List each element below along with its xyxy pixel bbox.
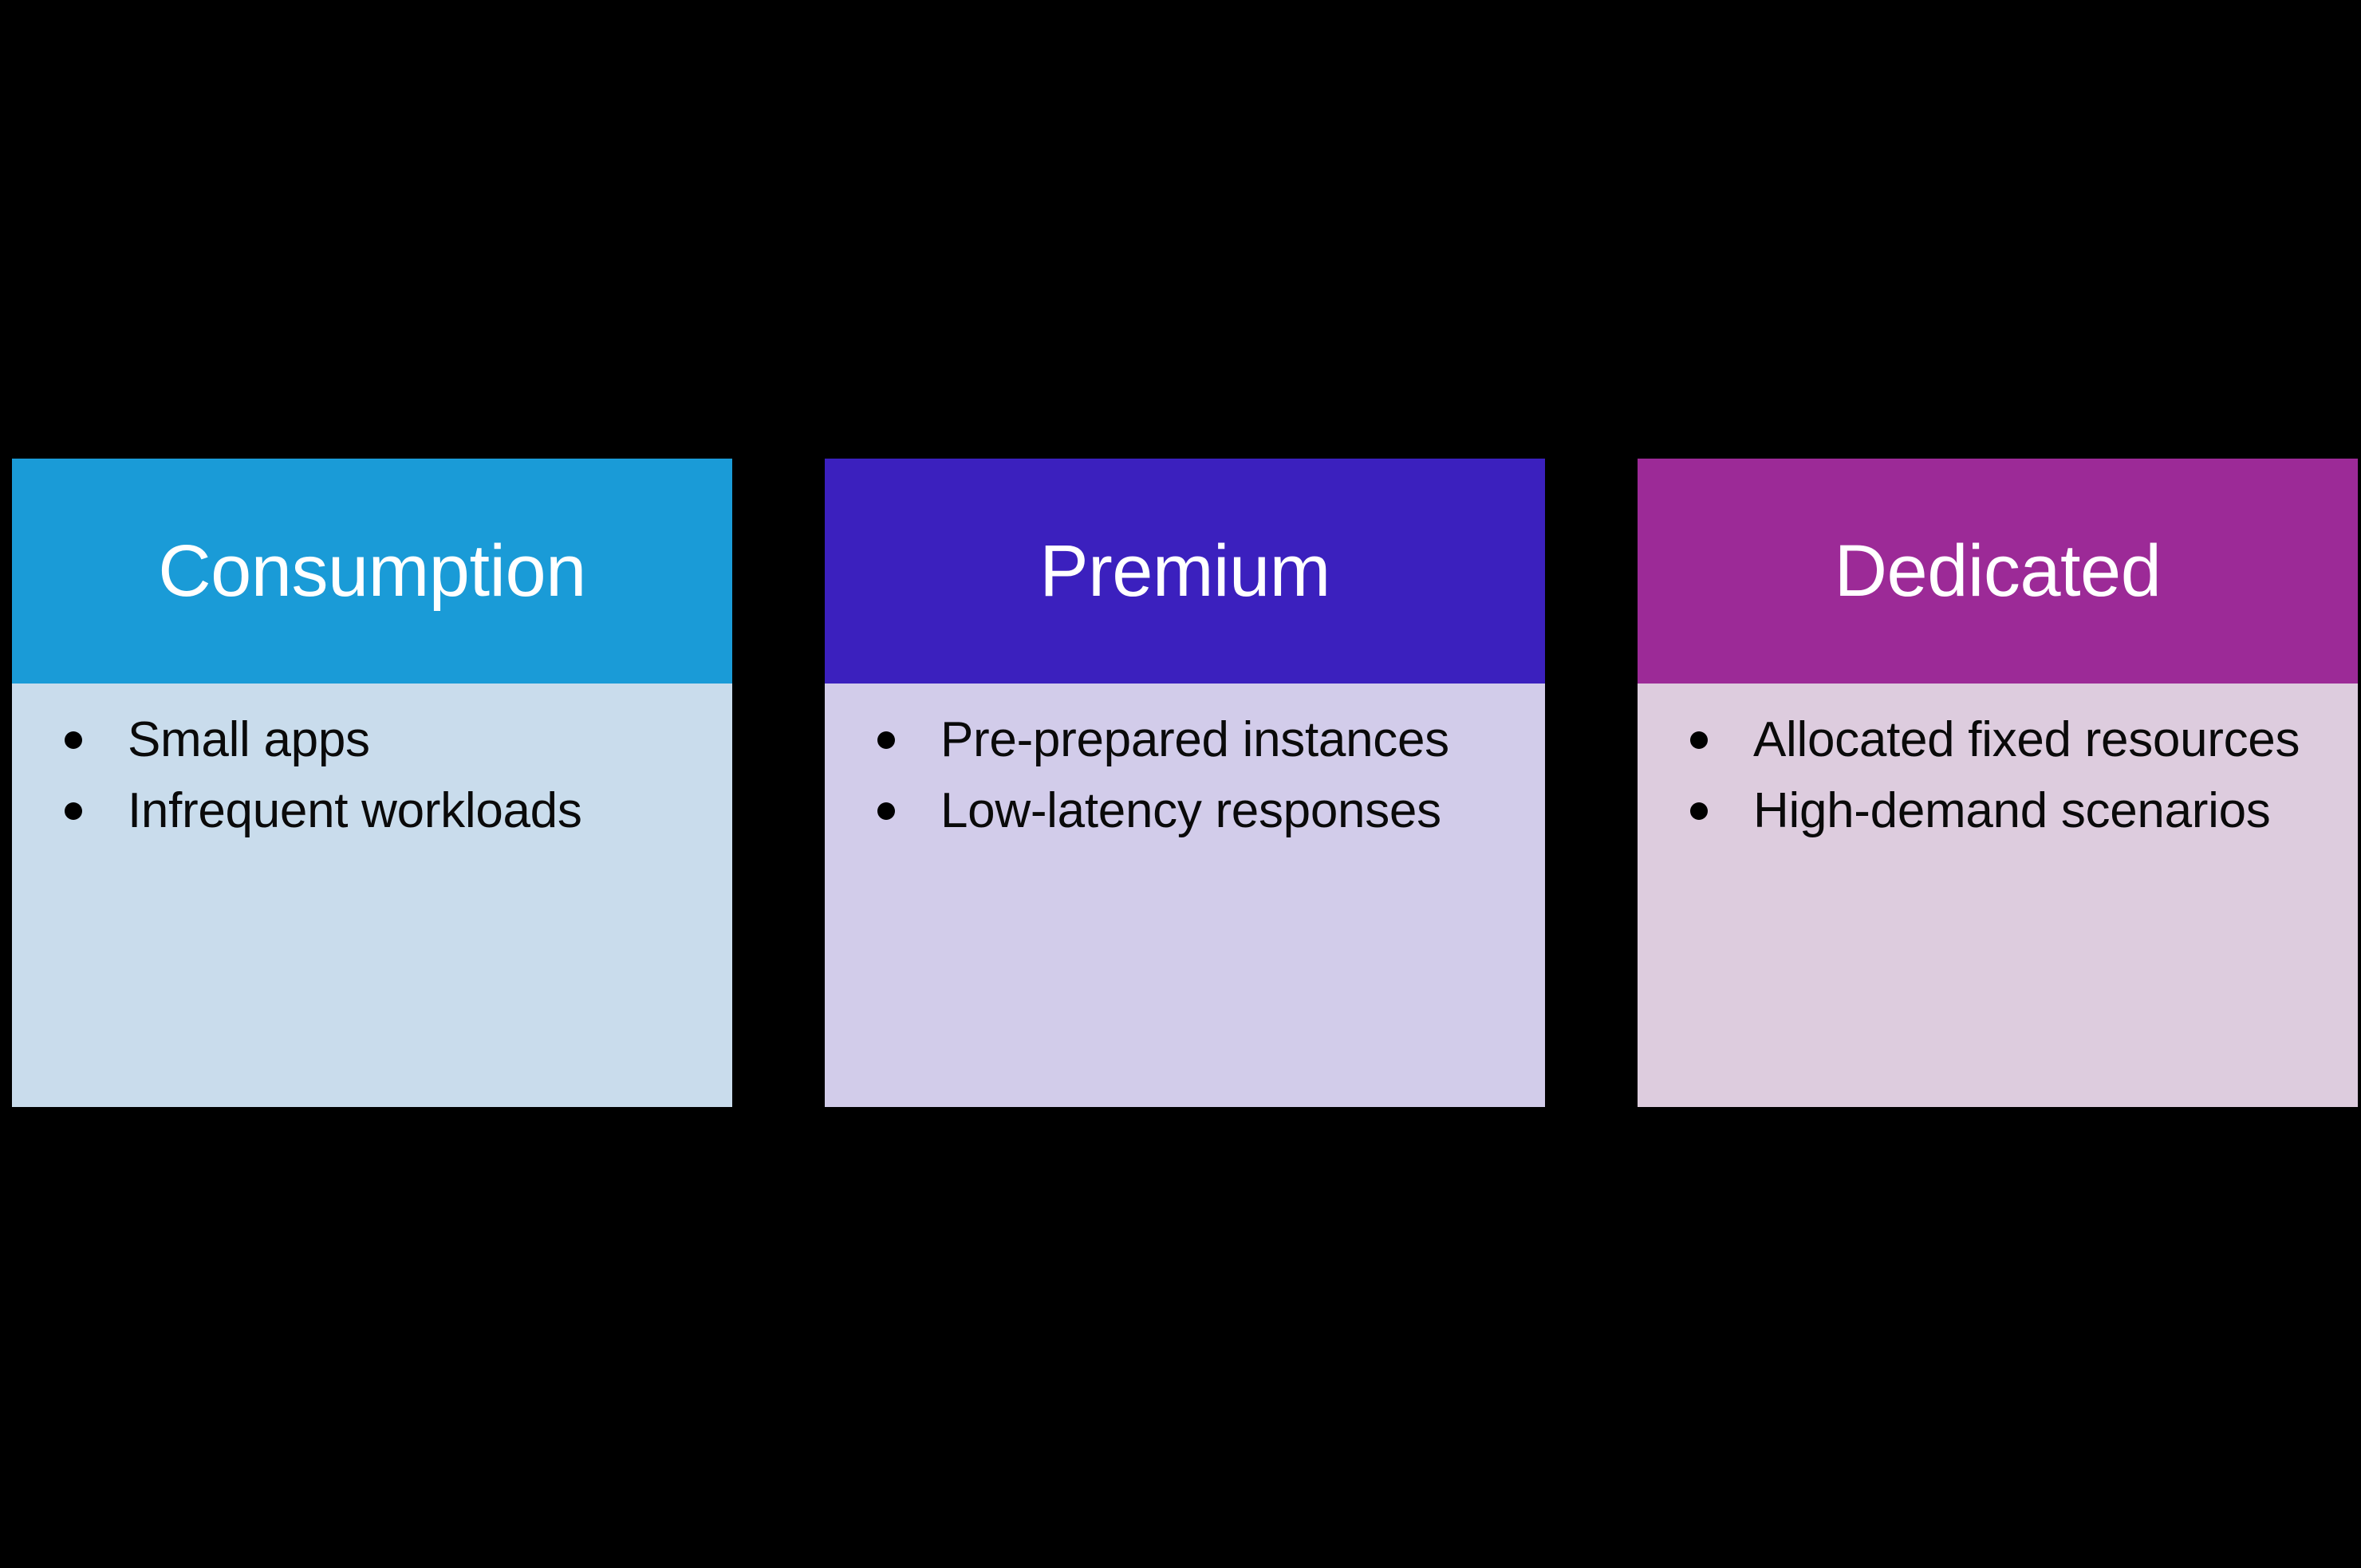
plan-card-body-consumption: Small apps Infrequent workloads — [12, 684, 732, 1107]
plan-card-dedicated[interactable]: Dedicated Allocated fixed resources High… — [1638, 459, 2358, 1107]
plan-card-header-dedicated: Dedicated — [1638, 459, 2358, 684]
list-item-label: High-demand scenarios — [1753, 783, 2271, 839]
plan-card-title-premium: Premium — [1039, 530, 1330, 612]
plan-card-header-consumption: Consumption — [12, 459, 732, 684]
feature-list-premium: Pre-prepared instances Low-latency respo… — [825, 711, 1513, 840]
bullet-dot-icon — [1690, 802, 1708, 821]
bullet-dot-icon — [877, 802, 895, 821]
plan-card-header-premium: Premium — [825, 459, 1545, 684]
list-item-label: Allocated fixed resources — [1753, 712, 2300, 767]
plan-card-premium[interactable]: Premium Pre-prepared instances Low-laten… — [825, 459, 1545, 1107]
list-item: Allocated fixed resources — [1638, 711, 2326, 769]
plan-card-row: Consumption Small apps Infrequent worklo… — [12, 459, 2358, 1107]
plan-card-body-premium: Pre-prepared instances Low-latency respo… — [825, 684, 1545, 1107]
list-item-label: Infrequent workloads — [128, 783, 582, 839]
list-item: Pre-prepared instances — [825, 711, 1513, 769]
feature-list-dedicated: Allocated fixed resources High-demand sc… — [1638, 711, 2326, 840]
bullet-dot-icon — [65, 731, 82, 749]
list-item: Small apps — [12, 711, 700, 769]
list-item-label: Small apps — [128, 712, 370, 767]
list-item: Low-latency responses — [825, 782, 1513, 840]
list-item: Infrequent workloads — [12, 782, 700, 840]
bullet-dot-icon — [1690, 731, 1708, 749]
feature-list-consumption: Small apps Infrequent workloads — [12, 711, 700, 840]
plan-card-body-dedicated: Allocated fixed resources High-demand sc… — [1638, 684, 2358, 1107]
plan-card-consumption[interactable]: Consumption Small apps Infrequent worklo… — [12, 459, 732, 1107]
bullet-dot-icon — [65, 802, 82, 821]
plan-card-title-dedicated: Dedicated — [1834, 530, 2162, 612]
list-item-label: Pre-prepared instances — [940, 712, 1449, 767]
plan-card-title-consumption: Consumption — [158, 530, 586, 612]
list-item: High-demand scenarios — [1638, 782, 2326, 840]
bullet-dot-icon — [877, 731, 895, 749]
list-item-label: Low-latency responses — [940, 783, 1441, 839]
